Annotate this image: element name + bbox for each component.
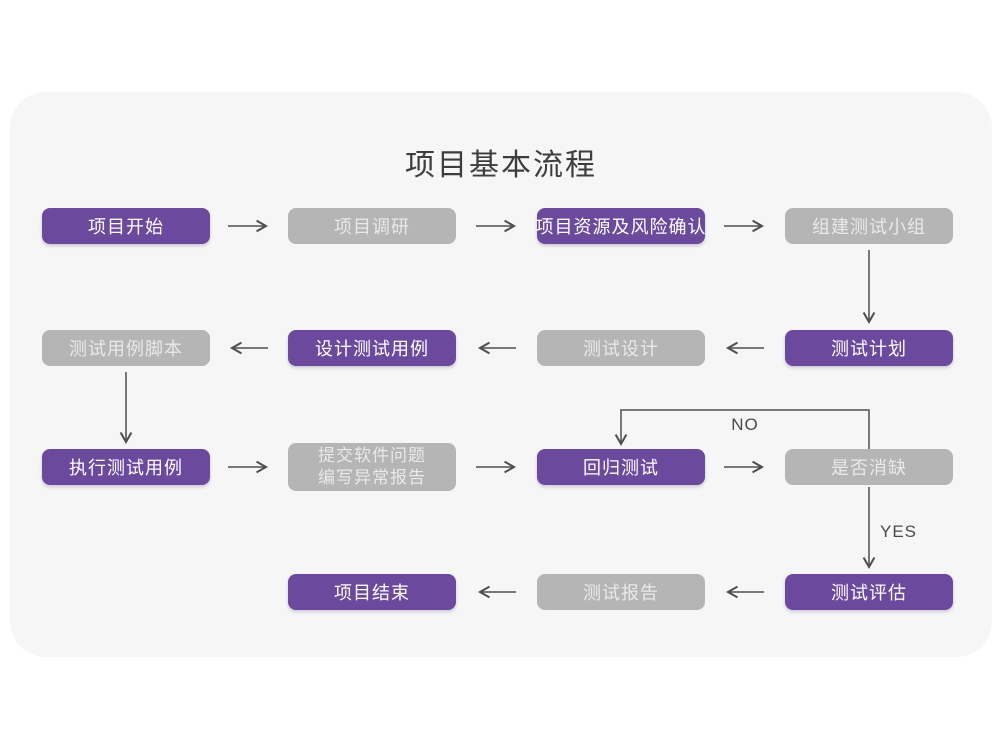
edge-label-yes: YES: [880, 522, 918, 541]
node-label: 执行测试用例: [69, 458, 183, 478]
node-build-test-team: 组建测试小组: [785, 208, 953, 244]
node-label: 组建测试小组: [812, 217, 926, 237]
node-label-line1: 提交软件问题: [318, 446, 426, 465]
flowchart-card: [10, 92, 992, 657]
node-label: 设计测试用例: [315, 339, 429, 359]
node-design-test-cases: 设计测试用例: [288, 330, 456, 366]
node-submit-issues-write-report: 提交软件问题 编写异常报告: [288, 443, 456, 491]
node-project-start: 项目开始: [42, 208, 210, 244]
node-test-plan: 测试计划: [785, 330, 953, 366]
node-test-report: 测试报告: [537, 574, 705, 610]
node-execute-test-cases: 执行测试用例: [42, 449, 210, 485]
node-defect-cleared-check: 是否消缺: [785, 449, 953, 485]
node-label: 测试评估: [831, 583, 907, 603]
node-label: 项目结束: [334, 583, 410, 603]
node-label: 测试用例脚本: [69, 339, 183, 359]
node-test-evaluation: 测试评估: [785, 574, 953, 610]
edge-label-no: NO: [731, 415, 759, 434]
node-label: 是否消缺: [831, 458, 907, 478]
node-test-case-scripts: 测试用例脚本: [42, 330, 210, 366]
node-label: 回归测试: [583, 458, 659, 478]
node-test-design: 测试设计: [537, 330, 705, 366]
node-regression-test: 回归测试: [537, 449, 705, 485]
node-label: 项目开始: [88, 217, 164, 237]
node-resource-risk-confirm: 项目资源及风险确认: [535, 208, 707, 244]
node-project-research: 项目调研: [288, 208, 456, 244]
node-project-end: 项目结束: [288, 574, 456, 610]
node-label: 测试报告: [583, 583, 659, 603]
node-label: 项目资源及风险确认: [535, 217, 707, 237]
node-label: 测试计划: [831, 339, 907, 359]
node-label: 测试设计: [583, 339, 659, 359]
page-title: 项目基本流程: [405, 149, 597, 182]
node-label: 项目调研: [334, 217, 410, 237]
node-label-line2: 编写异常报告: [318, 468, 426, 487]
